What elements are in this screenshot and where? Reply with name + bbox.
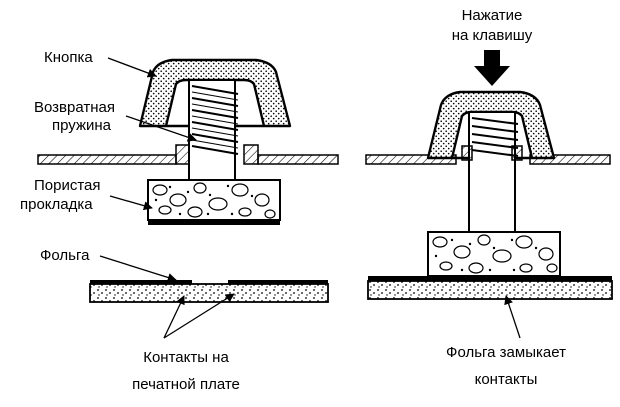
right-foil xyxy=(368,276,612,281)
left-key-cap xyxy=(138,58,292,128)
label-foil: Фольга xyxy=(40,247,90,264)
label-press-line2: на клавишу xyxy=(452,27,533,44)
left-porous-pad xyxy=(147,179,281,221)
press-arrow-icon xyxy=(474,50,510,86)
labels: Кнопка Возвратная пружина Пористая прокл… xyxy=(20,7,566,393)
label-spring-line2: пружина xyxy=(52,117,112,134)
right-top-plate xyxy=(365,154,611,165)
label-contacts-line1: Контакты на xyxy=(143,349,229,366)
label-button: Кнопка xyxy=(44,49,93,66)
label-press-line1: Нажатие xyxy=(462,7,523,24)
left-return-spring xyxy=(191,85,239,155)
label-contacts-line2: печатной плате xyxy=(132,376,240,393)
right-porous-pad xyxy=(427,231,561,277)
label-result-line1: Фольга замыкает xyxy=(446,344,566,361)
right-pcb xyxy=(367,280,613,300)
left-foil xyxy=(148,220,280,225)
left-released-switch xyxy=(37,58,339,303)
left-pcb xyxy=(89,280,329,303)
label-pad-line2: прокладка xyxy=(20,196,93,213)
label-spring-line1: Возвратная xyxy=(34,99,115,116)
right-return-spring xyxy=(471,117,519,157)
label-pad-line1: Пористая xyxy=(34,177,101,194)
label-result-line2: контакты xyxy=(475,371,538,388)
left-stem xyxy=(188,79,236,181)
leader-lines xyxy=(99,57,521,339)
right-pressed-switch xyxy=(365,90,613,300)
